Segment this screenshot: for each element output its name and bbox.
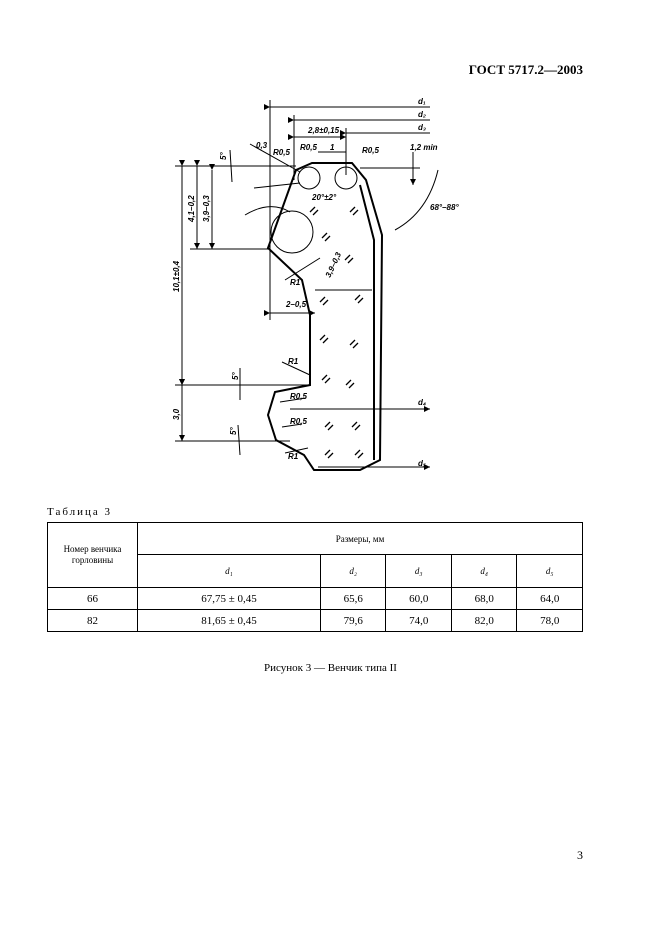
table-cell: 82,0 [450,609,518,632]
label-dim101: 10,1±0,4 [172,260,181,292]
label-d1: d₁ [418,97,426,106]
table-caption: Таблица 3 [47,506,113,518]
standard-header: ГОСТ 5717.2—2003 [468,62,583,77]
label-dim-1: 1 [330,143,335,152]
table-row: 66 67,75 ± 0,45 65,6 60,0 68,0 64,0 [47,587,583,610]
label-dim-2-8: 2,8±0,15 [307,126,340,135]
subheader-d4: d₄ [450,554,518,588]
table-cell: 79,6 [319,609,387,632]
table-cell: 64,0 [516,587,583,610]
table-cell: 66 [47,587,138,610]
label-d3: d₃ [418,123,426,132]
label-dim20: 2–0,5 [285,300,307,309]
table-cell: 74,0 [385,609,452,632]
page-number: 3 [577,848,583,862]
label-ang68: 68°–88° [430,203,459,212]
label-min12: 1,2 min [410,143,438,152]
label-dim39b: 3,9–0,3 [324,250,344,278]
table-cell: 68,0 [450,587,518,610]
table-cell: 67,75 ± 0,45 [137,587,321,610]
subheader-d5: d₅ [516,554,583,588]
table-cell: 65,6 [319,587,387,610]
subheader-d3: d₃ [385,554,452,588]
label-r1b: R1 [288,357,299,366]
label-d5: d₅ [418,459,426,468]
label-d4: d₄ [418,398,426,407]
dimensions-table: Номер венчика горловины Размеры, мм d₁ d… [47,522,583,632]
table-cell: 81,65 ± 0,45 [137,609,321,632]
technical-drawing: d₁ d₂ d₃ 2,8±0,15 1 0,3 R0,5 R0,5 R0,5 1… [172,97,459,471]
label-r1a: R1 [290,278,301,287]
label-r05d: R0,5 [290,392,307,401]
label-r05b: R0,5 [300,143,317,152]
label-r05a: R0,5 [273,148,290,157]
label-ang5c: 5° [229,427,238,435]
table-cell: 78,0 [516,609,583,632]
label-r05e: R0,5 [290,417,307,426]
table-cell: 60,0 [385,587,452,610]
label-dim30: 3,0 [172,408,181,420]
subheader-d2: d₂ [319,554,387,588]
label-ang20: 20°±2° [311,193,337,202]
label-ang5a: 5° [219,152,228,160]
subheader-d1: d₁ [137,554,321,588]
label-ang5b: 5° [231,372,240,380]
col-number-header: Номер венчика горловины [47,522,138,588]
label-r1c: R1 [288,452,299,461]
table-row: 82 81,65 ± 0,45 79,6 74,0 82,0 78,0 [47,609,583,632]
label-r05c: R0,5 [362,146,379,155]
table-cell: 82 [47,609,138,632]
figure-caption: Рисунок 3 — Венчик типа II [264,662,397,674]
label-dim-0-3: 0,3 [256,141,268,150]
label-dim39: 3,9–0,3 [202,195,211,222]
label-dim41: 4,1–0,2 [187,195,196,223]
label-d2: d₂ [418,110,426,119]
col-sizes-header: Размеры, мм [137,522,583,555]
